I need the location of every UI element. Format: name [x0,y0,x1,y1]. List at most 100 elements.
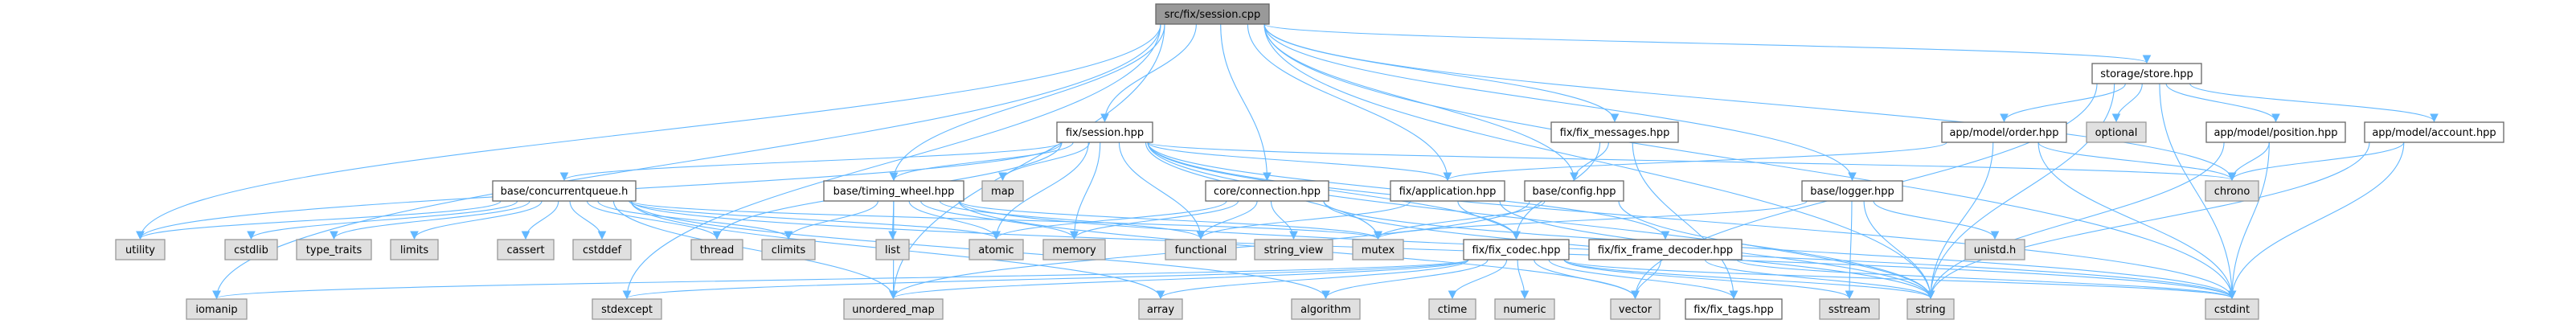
node-cassert: cassert [497,239,555,260]
node-label: storage/store.hpp [2100,68,2193,80]
node-box [2091,63,2202,84]
node-thread: thread [690,239,743,260]
edge-concurrentqueue-to-utility [136,200,502,240]
edge-line [1573,141,1609,181]
node-label: array [1147,304,1174,316]
node-label: fix/fix_frame_decoder.hpp [1598,244,1733,256]
node-label: unordered_map [852,304,935,316]
node-limits: limits [390,239,439,260]
edge-line [629,200,997,240]
arrowhead-icon [2227,172,2237,182]
edge-line [1930,83,2115,299]
edge-line [626,23,1161,299]
node-type-traits: type_traits [296,239,372,260]
edge-line [586,200,718,240]
arrowhead-icon [1156,290,1165,300]
node-chrono: chrono [2205,180,2259,202]
node-connection[interactable]: core/connection.hpp [1205,180,1329,202]
node-algorithm: algorithm [1291,298,1361,320]
edge-line [2189,83,2435,122]
node-position[interactable]: app/model/position.hpp [2205,121,2346,143]
node-label: base/timing_wheel.hpp [833,186,955,198]
edge-line [630,200,1379,240]
arrowhead-icon [784,231,793,240]
node-fix-tags[interactable]: fix/fix_tags.hpp [1685,298,1783,320]
edge-line [1118,141,1202,240]
edge-line [1147,141,1517,240]
edge-line [569,200,603,240]
node-ctime: ctime [1428,298,1476,320]
node-label: list [885,244,900,256]
arrowhead-icon [889,172,899,182]
arrowhead-icon [2000,113,2009,123]
arrowhead-icon [521,231,530,240]
arrowhead-icon [597,231,607,240]
node-config[interactable]: base/config.hpp [1524,180,1624,202]
node-box [390,239,439,260]
edge-session_cpp-to-fix_messages [1263,23,1620,123]
node-label: vector [1619,304,1652,316]
node-label: cassert [506,244,544,256]
edge-line [1377,200,1546,240]
arrowhead-icon [136,231,145,240]
edge-logger-to-unistd [1873,200,2000,240]
node-stdexcept: stdexcept [592,298,662,320]
edge-line [333,200,530,240]
node-box [1428,298,1476,320]
edge-line [1200,200,1411,240]
edge-line [1563,259,1931,299]
edge-line [2165,83,2277,122]
node-frame-decoder[interactable]: fix/fix_frame_decoder.hpp [1588,239,1743,260]
edge-session_hpp-to-string [1147,141,1935,300]
edge-line [1325,259,1489,299]
node-box [1165,239,1237,260]
node-label: functional [1175,244,1227,256]
edge-line [2037,141,2233,181]
arrowhead-icon [2430,113,2439,123]
arrowhead-icon [1289,231,1298,240]
edge-line [893,141,1074,181]
edge-line [2231,141,2405,299]
node-store[interactable]: storage/store.hpp [2091,63,2202,84]
edge-connection-to-string_view [1270,200,1298,240]
node-label: fix/application.hpp [1399,186,1497,198]
edge-concurrentqueue-to-limits [410,200,543,240]
node-label: stdexcept [601,304,653,316]
edge-fix_codec-to-sstream [1563,259,1854,300]
arrowhead-icon [888,231,897,240]
edge-line [939,200,1202,240]
edge-line [1263,23,2233,181]
node-string: string [1906,298,1955,320]
node-timing-wheel[interactable]: base/timing_wheel.hpp [823,180,964,202]
edge-line [958,200,1379,240]
edge-line [1147,141,1931,299]
edge-line [908,200,997,240]
edge-order-to-cstdint [2037,141,2237,300]
node-session-hpp[interactable]: fix/session.hpp [1056,121,1153,143]
edge-line [1160,259,1469,299]
node-fix-codec[interactable]: fix/fix_codec.hpp [1463,239,1570,260]
node-label: app/model/account.hpp [2372,127,2496,139]
node-label: cstddef [583,244,622,256]
edge-concurrentqueue-to-cstdlib [247,200,518,240]
node-box [224,239,278,260]
node-concurrentqueue[interactable]: base/concurrentqueue.h [492,180,637,202]
node-session-cpp[interactable]: src/fix/session.cpp [1155,3,1270,25]
arrowhead-icon [1610,113,1620,123]
node-fix-messages[interactable]: fix/fix_messages.hpp [1550,121,1679,143]
node-account[interactable]: app/model/account.hpp [2364,121,2504,143]
edge-concurrentqueue-to-cstddef [569,200,607,240]
arrowhead-icon [1926,290,1935,300]
edge-fix_codec-to-iomanip [212,259,1469,300]
node-label: base/logger.hpp [1810,186,1894,198]
node-logger[interactable]: base/logger.hpp [1801,180,1903,202]
node-label: optional [2095,127,2138,139]
edge-line [1736,259,2233,299]
node-order[interactable]: app/model/order.hpp [1941,121,2067,143]
node-label: string [1915,304,1945,316]
node-label: utility [125,244,155,256]
edge-session_hpp-to-chrono [1147,141,2237,182]
node-application[interactable]: fix/application.hpp [1390,180,1505,202]
edge-line [1563,259,1850,299]
